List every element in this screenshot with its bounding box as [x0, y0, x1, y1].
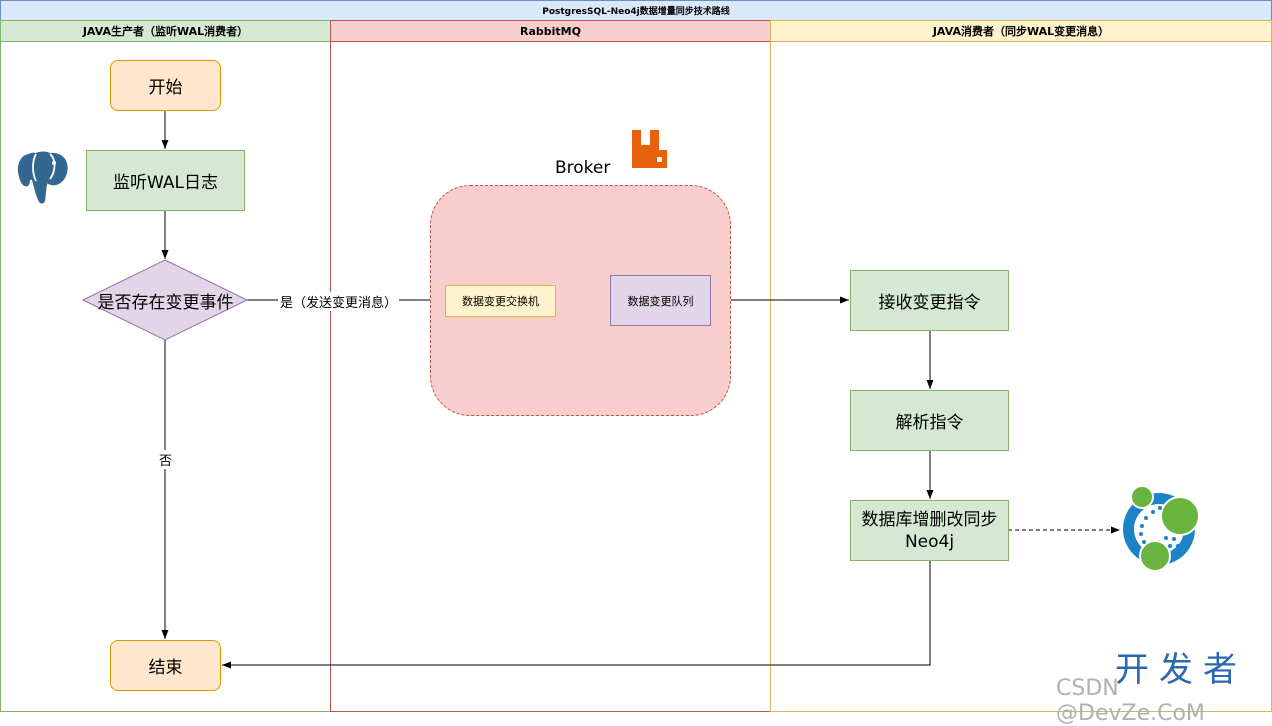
postgresql-elephant-icon — [15, 149, 70, 206]
decision-label: 是否存在变更事件 — [97, 292, 234, 313]
listen-wal-node: 监听WAL日志 — [86, 150, 245, 211]
receive-node: 接收变更指令 — [850, 270, 1009, 331]
sync-node-line2: Neo4j — [904, 531, 955, 552]
queue-node: 数据变更队列 — [610, 275, 711, 326]
start-node: 开始 — [110, 60, 221, 111]
no-edge-label: 否 — [157, 450, 175, 469]
neo4j-icon — [1123, 485, 1200, 572]
lane-consumer-header: JAVA消费者（同步WAL变更消息） — [771, 21, 1271, 42]
watermark-logo-text: 开发者 — [1115, 650, 1247, 690]
parse-node: 解析指令 — [850, 390, 1009, 451]
sync-node: 数据库增删改同步 Neo4j — [850, 500, 1009, 561]
lane-rabbitmq-header: RabbitMQ — [331, 21, 770, 42]
rabbitmq-icon — [632, 130, 667, 168]
end-node: 结束 — [110, 640, 221, 691]
lane-producer-header: JAVA生产者（监听WAL消费者） — [1, 21, 330, 42]
broker-label: Broker — [555, 158, 611, 178]
decision-diamond — [82, 259, 249, 341]
sync-node-line1: 数据库增删改同步 — [861, 509, 998, 530]
yes-edge-label: 是（发送变更消息） — [278, 292, 400, 311]
edge-sync-end — [222, 560, 931, 669]
exchange-node: 数据变更交换机 — [445, 285, 556, 317]
watermark-url-text: CSDN @DevZe.CoM — [1056, 676, 1205, 726]
